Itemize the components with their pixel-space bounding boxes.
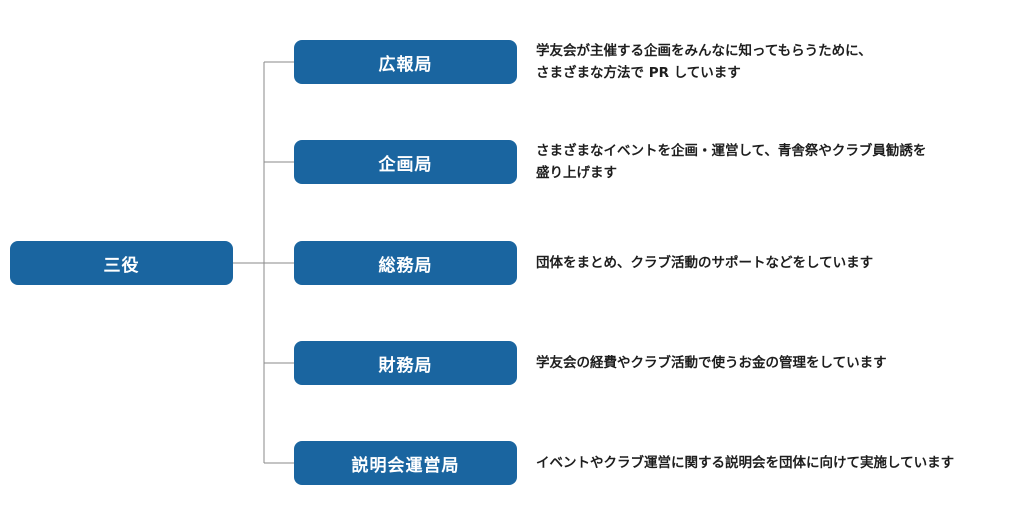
department-node-public-relations: 広報局	[294, 40, 517, 84]
department-description: 学友会の経費やクラブ活動で使うお金の管理をしています	[536, 355, 887, 371]
department-description: イベントやクラブ運営に関する説明会を団体に向けて実施しています	[536, 455, 955, 471]
department-description: 学友会が主催する企画をみんなに知ってもらうために、 さまざまな方法で PR して…	[536, 43, 872, 81]
department-node-planning: 企画局	[294, 140, 517, 184]
department-node-briefing-operations: 説明会運営局	[294, 441, 517, 485]
department-label: 企画局	[378, 154, 433, 175]
department-node-finance: 財務局	[294, 341, 517, 385]
department-description: 団体をまとめ、クラブ活動のサポートなどをしています	[536, 255, 874, 271]
department-label: 総務局	[378, 255, 433, 276]
department-label: 財務局	[378, 355, 433, 376]
department-label: 説明会運営局	[351, 455, 460, 476]
department-label: 広報局	[378, 54, 433, 75]
root-node-label: 三役	[103, 255, 140, 276]
department-description: さまざまなイベントを企画・運営して、青舎祭やクラブ員勧誘を 盛り上げます	[536, 143, 927, 181]
department-node-general-affairs: 総務局	[294, 241, 517, 285]
root-node: 三役	[10, 241, 233, 285]
